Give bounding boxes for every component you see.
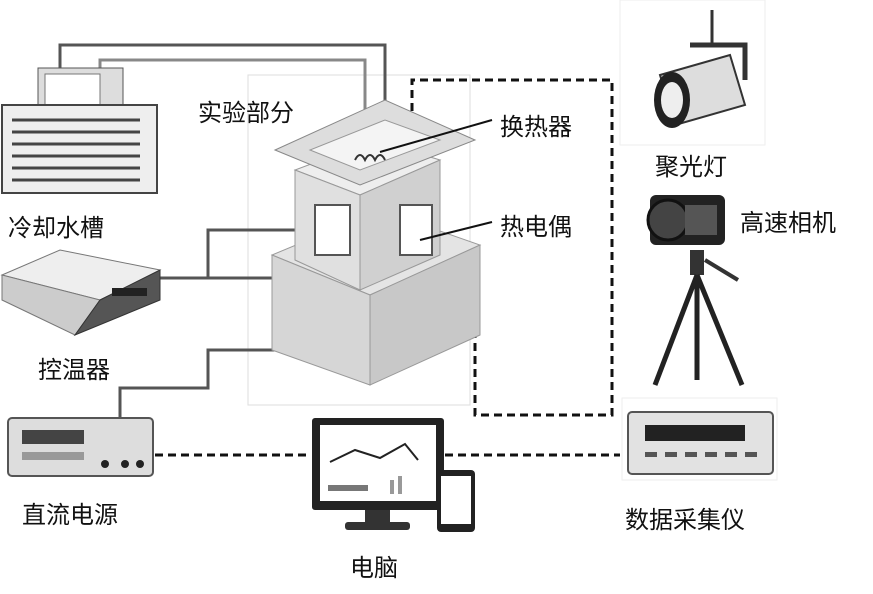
label-camera: 高速相机 (740, 209, 836, 237)
label-computer: 电脑 (350, 554, 398, 582)
label-heat-exchanger: 换热器 (500, 113, 572, 141)
pointer-lines (379, 119, 493, 241)
computer-device (312, 418, 475, 532)
camera-device (646, 195, 745, 386)
data-cables (155, 78, 620, 457)
label-spotlight: 聚光灯 (655, 153, 727, 181)
label-thermocouple: 热电偶 (500, 213, 572, 241)
test-section-apparatus (270, 99, 482, 386)
dc-power-device (7, 417, 154, 477)
spotlight-device (619, 0, 766, 146)
label-dc-power: 直流电源 (22, 501, 118, 529)
label-experiment: 实验部分 (198, 99, 294, 127)
cooling-tank-device (1, 67, 158, 194)
daq-device (621, 397, 778, 481)
label-cooling-tank: 冷却水槽 (8, 214, 104, 242)
temp-controller-device (0, 249, 162, 337)
label-daq: 数据采集仪 (625, 506, 745, 534)
label-temp-controller: 控温器 (38, 356, 110, 384)
experiment-frame (247, 74, 471, 406)
